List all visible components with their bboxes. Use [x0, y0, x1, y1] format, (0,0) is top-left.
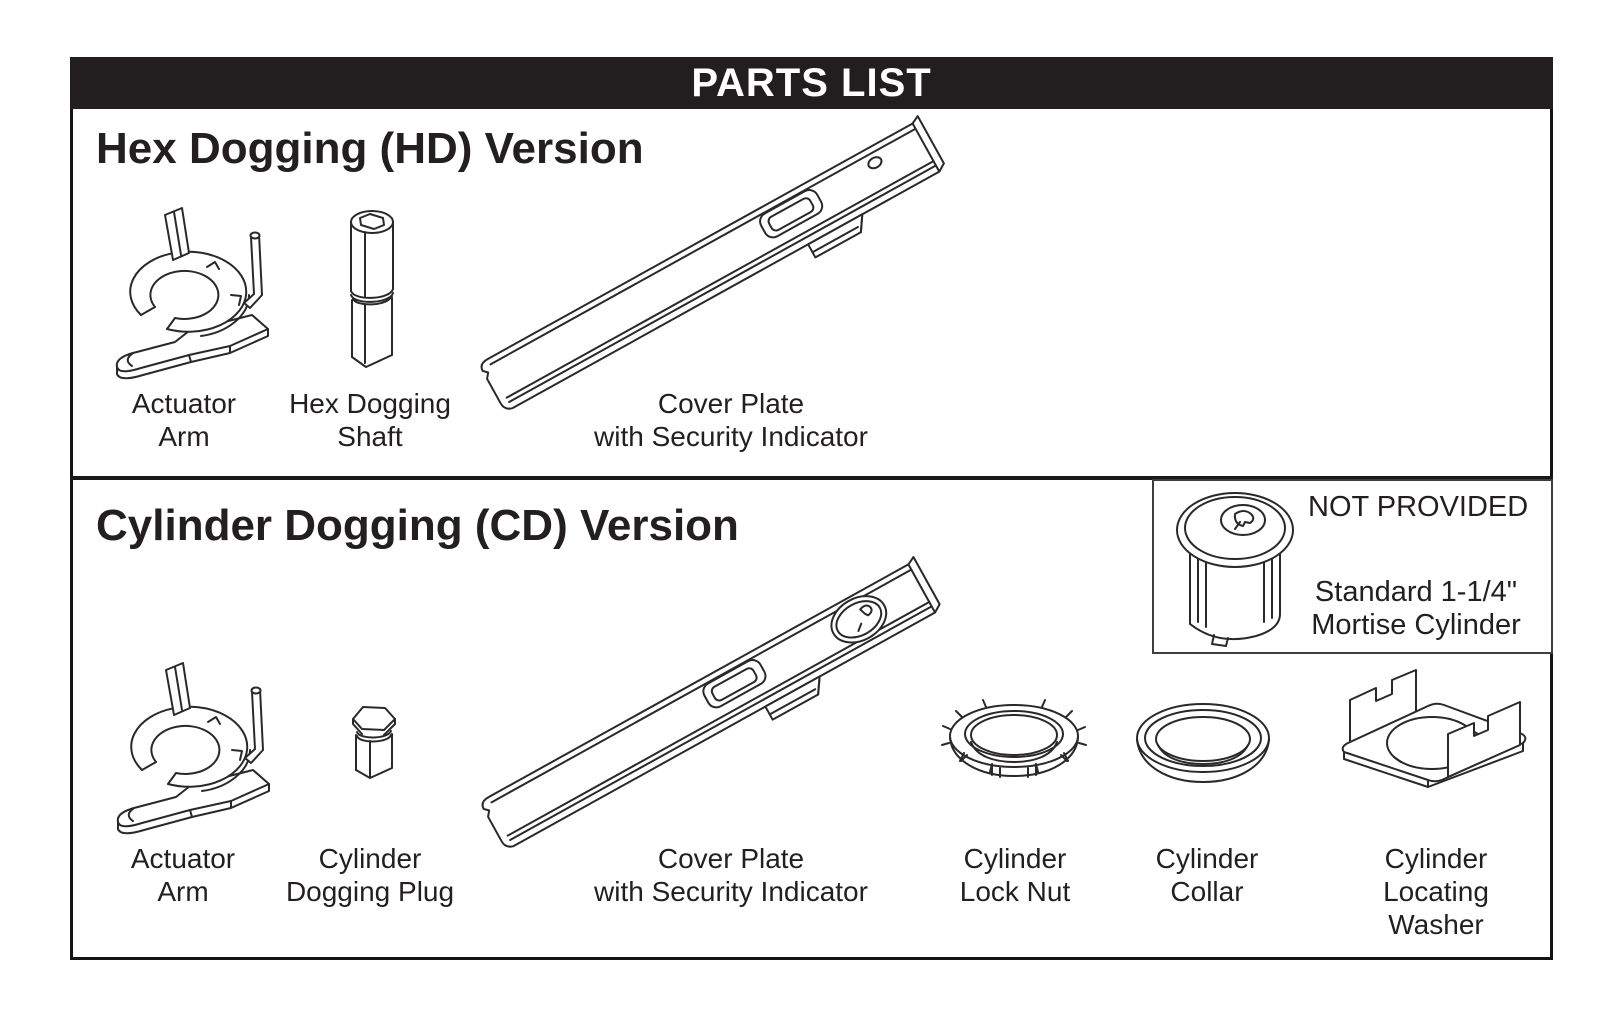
- label-cylinder-lock-nut: Cylinder Lock Nut: [959, 843, 1071, 907]
- not-provided-description: Standard 1-1/4" Mortise Cylinder: [1311, 576, 1521, 641]
- label-cylinder-dogging-plug: Cylinder Dogging Plug: [285, 843, 455, 907]
- hex-dogging-shaft-drawing: [350, 210, 394, 368]
- cylinder-dogging-plug-drawing: [352, 706, 396, 779]
- label-cylinder-collar: Cylinder Collar: [1155, 843, 1259, 907]
- cylinder-lock-nut-drawing: [941, 699, 1087, 778]
- page-title: PARTS LIST: [691, 60, 932, 105]
- mortise-cylinder-drawing: [1176, 492, 1294, 647]
- section-heading-cylinder-dogging: Cylinder Dogging (CD) Version: [96, 501, 739, 550]
- label-actuator-arm: Actuator Arm: [130, 843, 236, 907]
- cylinder-collar-drawing: [1136, 703, 1270, 783]
- parts-list-header: PARTS LIST: [70, 57, 1553, 109]
- actuator-arm-drawing: [116, 662, 270, 835]
- not-provided-title: NOT PROVIDED: [1308, 491, 1529, 523]
- cover-plate-hd-drawing: [480, 115, 945, 410]
- label-cover-plate-cd: Cover Plate with Security Indicator: [594, 843, 868, 907]
- section-divider: [70, 476, 1553, 480]
- label-cover-plate-hd: Cover Plate with Security Indicator: [594, 388, 868, 452]
- label-actuator-arm: Actuator Arm: [131, 388, 237, 452]
- cover-plate-cd-drawing: [481, 556, 941, 848]
- actuator-arm-drawing: [115, 207, 269, 380]
- cylinder-locating-washer-drawing: [1341, 669, 1527, 788]
- section-heading-hex-dogging: Hex Dogging (HD) Version: [96, 124, 644, 173]
- label-cylinder-locating-washer: Cylinder Locating Washer: [1383, 843, 1489, 940]
- label-hex-dogging-shaft: Hex Dogging Shaft: [289, 388, 451, 452]
